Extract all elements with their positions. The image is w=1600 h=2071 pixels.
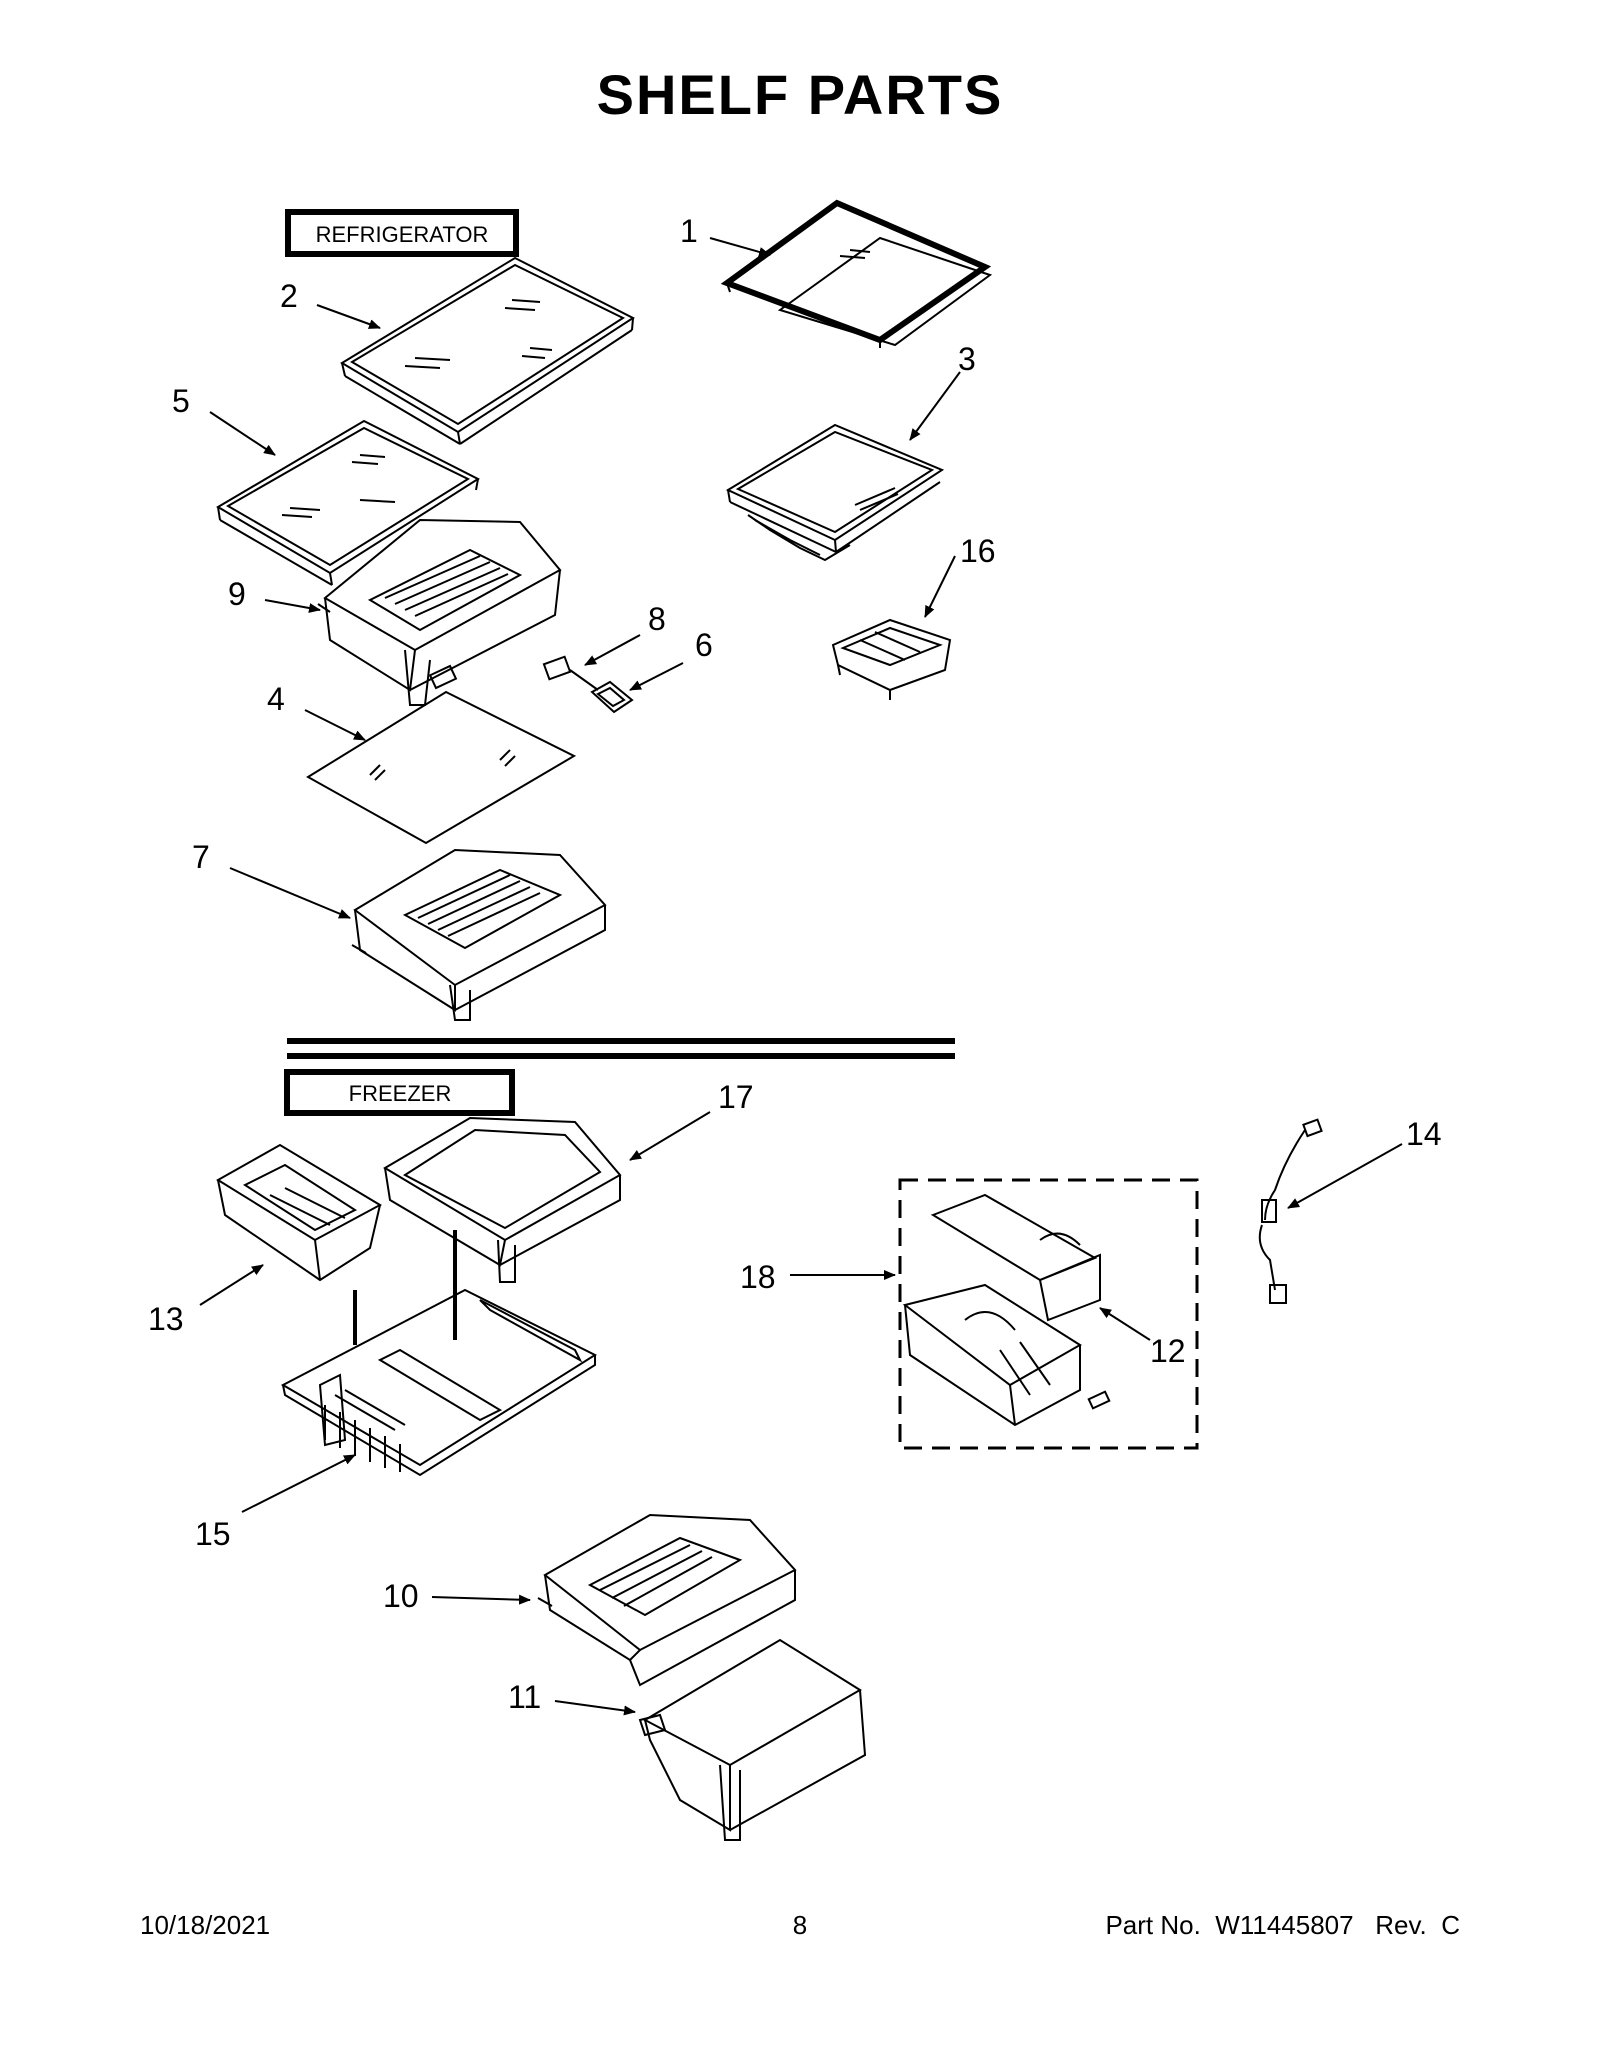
part-10-drawer	[537, 1513, 797, 1687]
callout-arrows	[199, 237, 1403, 1716]
callout-9: 9	[228, 576, 246, 612]
callout-5: 5	[172, 383, 190, 419]
callout-1: 1	[680, 213, 698, 249]
part-9-drawer	[317, 518, 562, 706]
part-14-wire-harness	[1258, 1118, 1323, 1304]
callout-18: 18	[740, 1259, 776, 1295]
callout-6: 6	[695, 627, 713, 663]
callout-16: 16	[960, 533, 996, 569]
part-2-glass-shelf	[340, 256, 635, 445]
callout-3: 3	[958, 341, 976, 377]
callout-7: 7	[192, 839, 210, 875]
callout-11: 11	[508, 1679, 541, 1715]
callout-14: 14	[1406, 1116, 1442, 1152]
ice-maker-body	[902, 1283, 1111, 1427]
refrigerator-section-label: REFRIGERATOR	[285, 209, 519, 257]
part-18-assembly-box	[898, 1178, 1199, 1450]
freezer-section-label: FREEZER	[284, 1069, 515, 1116]
footer-part-number: Part No. W11445807 Rev. C	[1105, 1910, 1460, 1940]
callout-2: 2	[280, 278, 298, 314]
page-title: SHELF PARTS	[596, 63, 1004, 126]
part-6-bracket	[590, 680, 634, 714]
callout-labels: 1 2 3 5 16 9 8 6 4 7 17 14 18 13 12 15 1…	[148, 213, 1442, 1715]
callout-4: 4	[267, 681, 285, 717]
callout-12: 12	[1150, 1333, 1186, 1369]
part-7-drawer	[351, 848, 607, 1021]
callout-10: 10	[383, 1578, 419, 1614]
part-15-tray	[280, 1288, 598, 1477]
part-8-clip	[542, 655, 599, 691]
callout-15: 15	[195, 1516, 231, 1552]
footer-page-number: 8	[792, 1910, 808, 1940]
part-16-bin	[831, 618, 952, 700]
alignment-lines	[353, 1230, 457, 1345]
svg-text:FREEZER: FREEZER	[349, 1081, 452, 1106]
footer-date: 10/18/2021	[140, 1910, 271, 1940]
part-13-ice-bucket	[216, 1143, 383, 1282]
part-12-cover	[930, 1193, 1101, 1322]
part-1-shelf	[720, 199, 993, 348]
svg-text:REFRIGERATOR: REFRIGERATOR	[316, 222, 489, 247]
part-5-glass-shelf	[216, 419, 481, 586]
part-11-drawer	[638, 1638, 867, 1841]
section-divider	[287, 1038, 955, 1059]
part-3-small-shelf	[725, 423, 945, 562]
callout-17: 17	[718, 1079, 754, 1115]
callout-8: 8	[648, 601, 666, 637]
callout-13: 13	[148, 1301, 184, 1337]
part-17-drawer	[383, 1116, 622, 1283]
part-4-glass-cover	[306, 690, 577, 845]
